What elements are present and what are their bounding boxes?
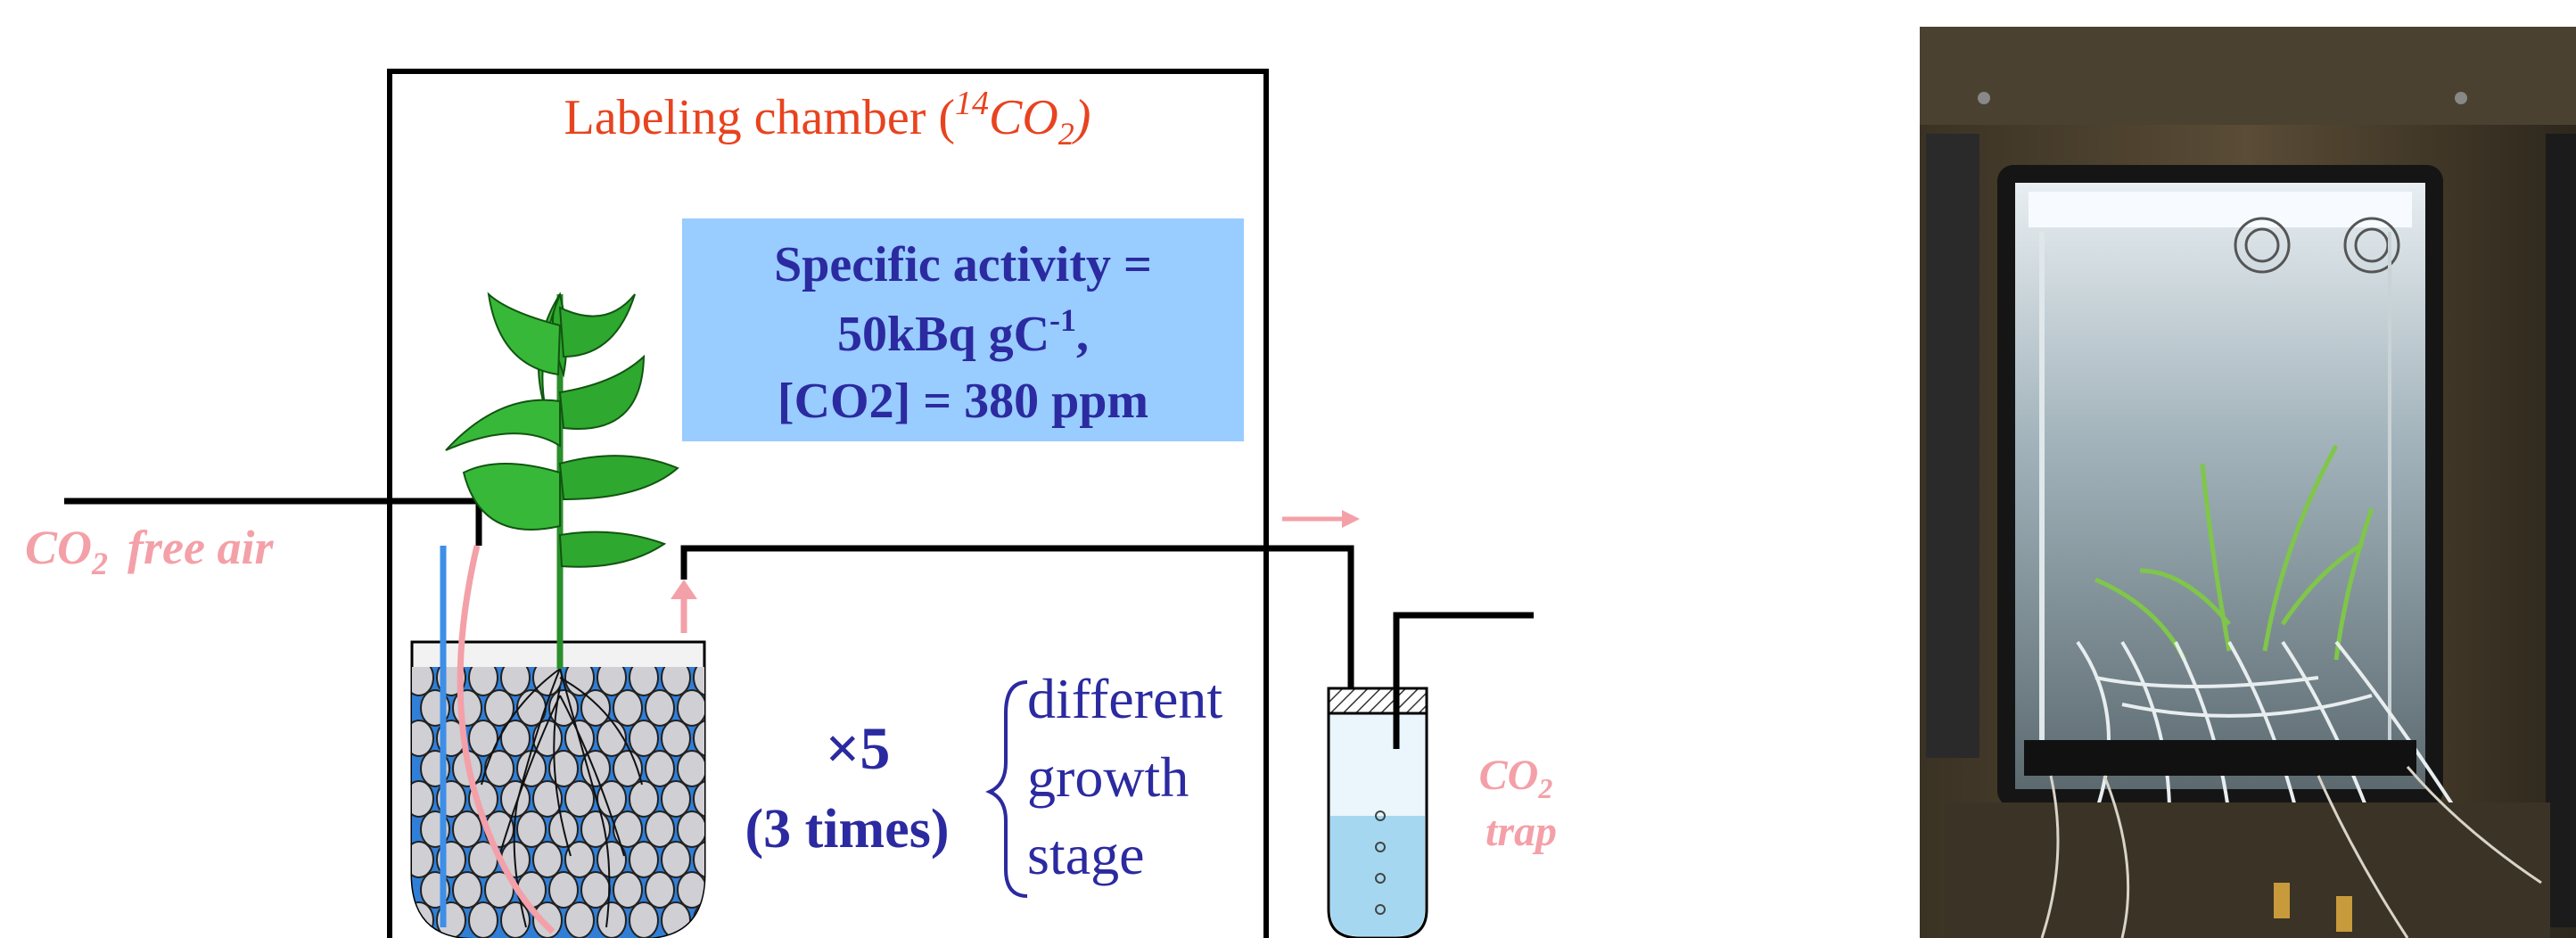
- growth-stage-brace: [985, 680, 1028, 898]
- plant-pot: [410, 640, 706, 938]
- flow-direction-arrow: [1282, 510, 1360, 528]
- growth-chamber-photo: [1920, 27, 2576, 938]
- outlet-tube: [680, 545, 1354, 918]
- specific-activity-line2: 50kBq gC-1,: [837, 302, 1089, 362]
- growth-stage-line-2: growth: [1027, 745, 1189, 809]
- growth-stage-line-1: different: [1027, 667, 1222, 730]
- co2-trap-label-trap: trap: [1486, 808, 1557, 855]
- co2-trap-vial: [1327, 687, 1428, 938]
- chamber-title: Labeling chamber (14CO2): [564, 85, 1091, 152]
- co2-trap-label-co2: CO2: [1479, 752, 1553, 804]
- labeling-chamber-box: [387, 69, 1269, 938]
- specific-activity-line1: Specific activity =: [774, 237, 1152, 292]
- replicates-times: (3 times): [745, 799, 950, 860]
- growth-stage-line-3: stage: [1027, 823, 1145, 886]
- specific-activity-box: [682, 218, 1244, 441]
- trap-exhaust-tube: [1393, 612, 1534, 749]
- replicates-multiplier: ×5: [826, 714, 891, 782]
- pink-air-flow-arrow: [457, 545, 556, 934]
- maize-plant: [445, 292, 679, 669]
- outflow-up-arrow: [671, 580, 697, 633]
- co2-concentration-line: [CO2] = 380 ppm: [778, 374, 1148, 429]
